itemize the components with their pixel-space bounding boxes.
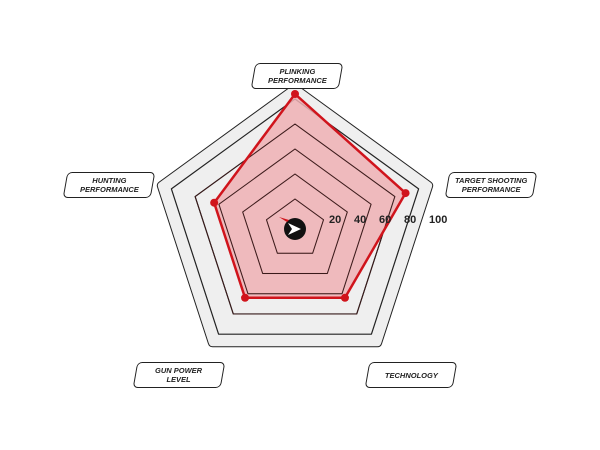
axis-label-text: TECHNOLOGY (384, 370, 438, 380)
tick-label-20: 20 (329, 214, 341, 226)
grid-ring-line-20 (265, 198, 325, 254)
tick-label-60: 60 (379, 214, 391, 226)
data-point-4 (210, 198, 219, 207)
series-line (212, 92, 407, 300)
axis-label-gun-power: GUN POWER LEVEL (132, 362, 226, 388)
data-point-0 (291, 90, 299, 98)
tick-label-100: 100 (429, 214, 447, 226)
logo-chevron-icon (288, 223, 301, 235)
axis-label-text: TARGET SHOOTING PERFORMANCE (454, 176, 528, 194)
axis-label-text: PLINKING PERFORMANCE (267, 67, 327, 85)
axis-label-technology: TECHNOLOGY (364, 362, 458, 388)
grid-ring-line-60 (218, 148, 372, 295)
data-point-2 (340, 293, 349, 302)
tick-label-40: 40 (354, 214, 366, 226)
data-point-1 (401, 189, 410, 198)
axis-label-plinking: PLINKING PERFORMANCE (250, 63, 344, 89)
grid-ring-line-40 (242, 173, 348, 274)
axis-label-target-shooting: TARGET SHOOTING PERFORMANCE (444, 172, 538, 198)
logo-marker-icon (279, 217, 289, 222)
grid-ring-100 (170, 98, 420, 335)
grid-ring-line-80 (194, 123, 396, 315)
tick-label-80: 80 (404, 214, 416, 226)
axis-label-hunting: HUNTING PERFORMANCE (62, 172, 156, 198)
axis-label-text: HUNTING PERFORMANCE (79, 176, 139, 194)
axis-label-text: GUN POWER LEVEL (155, 366, 203, 384)
data-point-3 (241, 293, 250, 302)
